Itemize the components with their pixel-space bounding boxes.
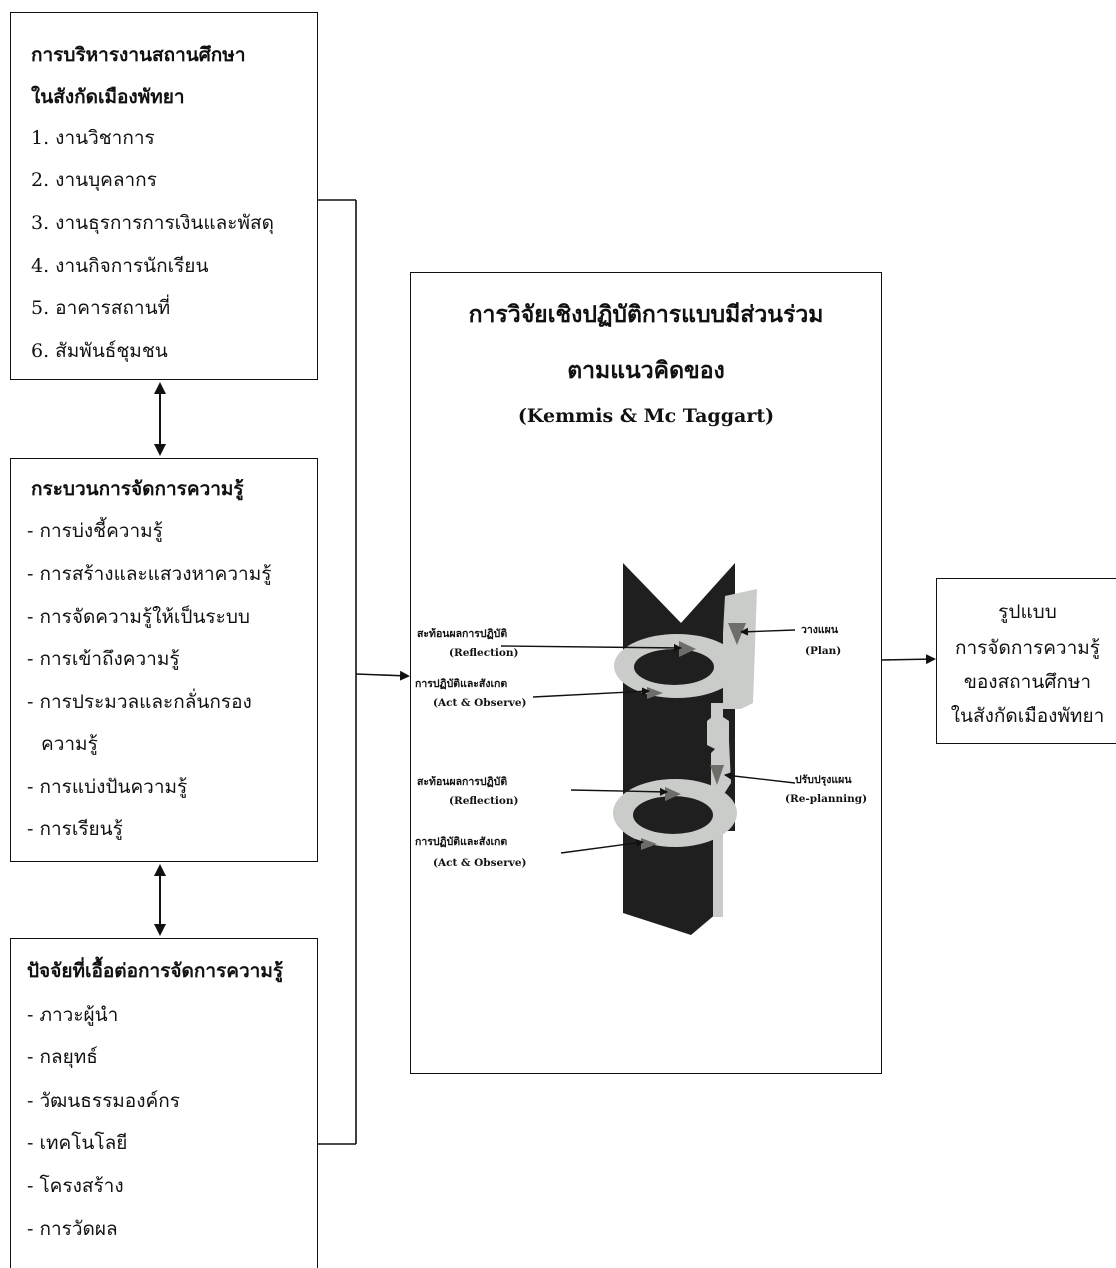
- admin-item: 1. งานวิชาการ: [31, 127, 155, 149]
- km-process-item: - การเรียนรู้: [27, 818, 123, 840]
- admin-title-line-1: การบริหารงานสถานศึกษา: [31, 44, 246, 66]
- output-line-2: การจัดการความรู้: [954, 637, 1100, 659]
- factors-item: - การวัดผล: [27, 1218, 118, 1240]
- par-title-line-1: การวิจัยเชิงปฏิบัติการแบบมีส่วนร่วม: [468, 301, 824, 328]
- admin-item: 3. งานธุรการการเงินและพัสดุ: [31, 212, 274, 234]
- arrow-to-par-box: [355, 670, 410, 681]
- output-line-4: ในสังกัดเมืองพัทยา: [950, 705, 1105, 727]
- cycle2-act-th: การปฏิบัติและสังเกต: [415, 836, 508, 848]
- km-process-title: กระบวนการจัดการความรู้: [31, 478, 244, 500]
- cycle2-plan-en: (Re-planning): [785, 793, 868, 805]
- factors-item: - วัฒนธรรมองค์กร: [27, 1090, 180, 1112]
- arrow-to-output-box: [881, 654, 936, 665]
- cycle2-plan-th: ปรับปรุงแผน: [795, 774, 852, 786]
- bracket-connector: [318, 199, 357, 1145]
- km-process-item: - การเข้าถึงความรู้: [27, 648, 180, 670]
- output-box: รูปแบบ การจัดการความรู้ ของสถานศึกษา ในส…: [936, 578, 1116, 744]
- admin-item: 6. สัมพันธ์ชุมชน: [31, 340, 168, 362]
- cycle1-act-en: (Act & Observe): [433, 697, 527, 709]
- cycle2-reflection-th: สะท้อนผลการปฏิบัติ: [417, 776, 508, 788]
- admin-item: 5. อาคารสถานที่: [31, 297, 171, 319]
- factors-item: - โครงสร้าง: [27, 1175, 124, 1197]
- par-box: การวิจัยเชิงปฏิบัติการแบบมีส่วนร่วม ตามแ…: [410, 272, 882, 1074]
- admin-title-line-2: ในสังกัดเมืองพัทยา: [31, 86, 185, 108]
- cycle1-plan-th: วางแผน: [801, 624, 839, 636]
- admin-item: 4. งานกิจการนักเรียน: [31, 255, 209, 277]
- factors-item: - ภาวะผู้นำ: [27, 1004, 119, 1026]
- factors-box: ปัจจัยที่เอื้อต่อการจัดการความรู้ - ภาวะ…: [10, 938, 318, 1268]
- output-line-3: ของสถานศึกษา: [963, 671, 1092, 693]
- factors-item: - เทคโนโลยี: [27, 1132, 128, 1154]
- km-process-box: กระบวนการจัดการความรู้ - การบ่งชี้ความรู…: [10, 458, 318, 862]
- admin-box: การบริหารงานสถานศึกษา ในสังกัดเมืองพัทยา…: [10, 12, 318, 380]
- km-process-item: ความรู้: [41, 733, 98, 755]
- cycle2-reflection-en: (Reflection): [449, 795, 519, 807]
- km-process-item: - การประมวลและกลั่นกรอง: [27, 691, 252, 713]
- cycle2-act-en: (Act & Observe): [433, 857, 527, 869]
- km-process-item: - การสร้างและแสวงหาความรู้: [27, 563, 272, 585]
- factors-item: - กลยุทธ์: [27, 1046, 98, 1068]
- par-title-line-2: ตามแนวคิดของ: [567, 357, 725, 384]
- action-research-spiral-figure: [500, 563, 796, 935]
- cycle1-plan-en: (Plan): [805, 645, 842, 657]
- factors-title: ปัจจัยที่เอื้อต่อการจัดการความรู้: [27, 960, 284, 982]
- cycle1-act-th: การปฏิบัติและสังเกต: [415, 678, 508, 690]
- cycle1-reflection-th: สะท้อนผลการปฏิบัติ: [417, 628, 508, 640]
- km-process-item: - การจัดความรู้ให้เป็นระบบ: [27, 606, 250, 628]
- cycle1-reflection-en: (Reflection): [449, 647, 519, 659]
- km-process-item: - การแบ่งปันความรู้: [27, 776, 188, 798]
- km-process-item: - การบ่งชี้ความรู้: [27, 520, 163, 542]
- par-title-line-3: (Kemmis & Mc Taggart): [517, 405, 775, 427]
- output-line-1: รูปแบบ: [998, 601, 1057, 623]
- admin-item: 2. งานบุคลากร: [31, 169, 157, 191]
